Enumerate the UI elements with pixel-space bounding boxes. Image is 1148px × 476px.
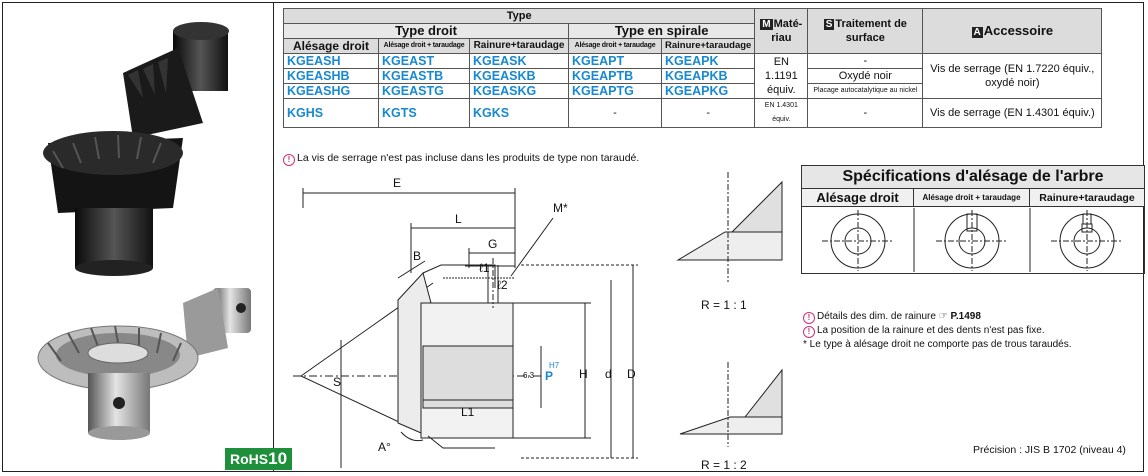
screw-note: !La vis de serrage n'est pas incluse dan… bbox=[283, 152, 639, 166]
dim-G: G bbox=[488, 237, 497, 251]
treatment-header-label: Traitement de surface bbox=[835, 18, 907, 44]
straight-type-header: Type droit bbox=[283, 23, 569, 39]
keyway-note-text: Détails des dim. de rainure bbox=[817, 311, 936, 322]
bore-col-keyway: Rainure+taraudage bbox=[1030, 189, 1144, 207]
rohs-number: 10 bbox=[268, 449, 288, 468]
part-code[interactable]: KGEASTB bbox=[378, 68, 470, 84]
dim-P-tolerance: H7 bbox=[549, 361, 560, 370]
table-row: KGHS KGTS KGKS - - EN 1.4301 équiv. - Vi… bbox=[283, 98, 1103, 128]
bore-section-drawings bbox=[822, 208, 1123, 272]
warning-icon: ! bbox=[283, 154, 295, 166]
part-code[interactable]: KGEAPTB bbox=[568, 68, 662, 84]
dim-l1: ℓ1 bbox=[479, 261, 490, 275]
col-spiral-keyway-tapped: Rainure+taraudage bbox=[660, 38, 756, 54]
part-code[interactable]: KGTS bbox=[378, 98, 470, 128]
rohs-badge: RoHS10 bbox=[225, 448, 293, 470]
dim-E: E bbox=[393, 176, 401, 190]
part-code[interactable]: KGEAPKB bbox=[660, 68, 756, 84]
treatment-cell: - bbox=[807, 98, 924, 128]
roughness-value: 6.3 bbox=[523, 371, 535, 380]
accessory-badge-icon: A bbox=[971, 27, 983, 38]
dim-L1: L1 bbox=[461, 405, 475, 419]
tapped-hole-note: * Le type à alésage droit ne comporte pa… bbox=[803, 339, 1072, 350]
treatment-badge-icon: S bbox=[823, 19, 835, 30]
dim-M: M* bbox=[553, 201, 568, 215]
part-code[interactable]: KGEAPK bbox=[660, 53, 756, 69]
accessory-cell: Vis de serrage (EN 1.7220 équiv., oxydé … bbox=[922, 53, 1103, 99]
keyway-note: !Détails des dim. de rainure ☞ P.1498 bbox=[803, 311, 981, 324]
position-note: !La position de la rainure et des dents … bbox=[803, 325, 1045, 338]
part-code[interactable]: KGEAPTG bbox=[568, 83, 662, 99]
part-code[interactable]: KGEASK bbox=[469, 53, 569, 69]
page-ref-link[interactable]: P.1498 bbox=[950, 311, 981, 322]
black-bevel-gear-set bbox=[43, 22, 229, 276]
dim-S: S bbox=[333, 375, 341, 389]
warning-icon: ! bbox=[803, 312, 815, 324]
material-badge-icon: M bbox=[760, 19, 773, 30]
accessory-header-label: Accessoire bbox=[983, 23, 1054, 38]
gear-photos bbox=[37, 22, 251, 440]
steel-spiral-bevel-gear-set bbox=[37, 288, 251, 440]
dim-A: A° bbox=[378, 440, 391, 454]
gear-dimension-drawing: E L G M* ℓ1 ℓ2 B S L1 A° H d D P H7 6.3 bbox=[293, 176, 638, 468]
table-row: KGEASHB KGEASTB KGEASKB KGEAPTB KGEAPKB … bbox=[283, 68, 1102, 84]
warning-icon: ! bbox=[803, 326, 815, 338]
part-code[interactable]: KGEAPT bbox=[568, 53, 662, 69]
bore-col-straight: Alésage droit bbox=[802, 189, 914, 207]
col-keyway-tapped: Rainure+taraudage bbox=[469, 38, 569, 54]
part-code[interactable]: KGEAPKG bbox=[660, 83, 756, 99]
table-cell: - bbox=[660, 98, 756, 128]
page-ref-icon: ☞ bbox=[938, 311, 948, 322]
part-code[interactable]: KGEASH bbox=[283, 53, 379, 69]
treatment-cell: Placage autocatalytique au nickel bbox=[807, 83, 924, 99]
dim-B: B bbox=[413, 249, 421, 263]
dim-P: P bbox=[545, 369, 553, 383]
part-code[interactable]: KGEASKG bbox=[469, 83, 569, 99]
ratio-2-label: R = 1 : 2 bbox=[701, 458, 747, 472]
part-code[interactable]: KGEASHG bbox=[283, 83, 379, 99]
precision-note: Précision : JIS B 1702 (niveau 4) bbox=[973, 444, 1126, 456]
treatment-cell: Oxydé noir bbox=[807, 68, 924, 84]
dim-L: L bbox=[455, 212, 462, 226]
material-cell: EN 1.1191 équiv. bbox=[754, 53, 809, 99]
part-code[interactable]: KGEAST bbox=[378, 53, 470, 69]
part-code[interactable]: KGEASTG bbox=[378, 83, 470, 99]
part-code[interactable]: KGEASKB bbox=[469, 68, 569, 84]
bore-col-tapped: Alésage droit + taraudage bbox=[914, 189, 1030, 207]
bore-spec-box: Spécifications d'alésage de l'arbre Alés… bbox=[801, 165, 1145, 274]
material-cell: EN 1.4301 équiv. bbox=[754, 98, 809, 128]
dim-d: d bbox=[605, 367, 612, 381]
part-code[interactable]: KGKS bbox=[469, 98, 569, 128]
bore-spec-title: Spécifications d'alésage de l'arbre bbox=[802, 166, 1144, 189]
material-header-label: Maté-riau bbox=[771, 18, 803, 44]
table-row: KGEASH KGEAST KGEASK KGEAPT KGEAPK EN 1.… bbox=[283, 53, 1103, 99]
screw-note-text: La vis de serrage n'est pas incluse dans… bbox=[297, 152, 640, 164]
col-spiral-bore-tapped: Alésage droit + taraudage bbox=[568, 38, 662, 54]
product-photo-panel: RoHS10 bbox=[3, 3, 293, 471]
part-code[interactable]: KGEASHB bbox=[283, 68, 379, 84]
ratio-1-label: R = 1 : 1 bbox=[701, 298, 747, 312]
col-straight-bore: Alésage droit bbox=[283, 38, 379, 54]
dim-H: H bbox=[579, 367, 588, 381]
treatment-cell: - bbox=[807, 53, 924, 69]
part-code[interactable]: KGHS bbox=[283, 98, 379, 128]
type-header: Type bbox=[282, 8, 756, 24]
table-cell: - bbox=[568, 98, 662, 128]
dim-l2: ℓ2 bbox=[497, 278, 508, 292]
col-bore-tapped: Alésage droit + taraudage bbox=[378, 38, 470, 54]
position-note-text: La position de la rainure et des dents n… bbox=[817, 325, 1045, 336]
rohs-label: RoHS bbox=[230, 451, 269, 467]
spiral-type-header: Type en spirale bbox=[567, 23, 756, 39]
dim-D: D bbox=[627, 367, 636, 381]
accessory-cell: Vis de serrage (EN 1.4301 équiv.) bbox=[922, 98, 1103, 128]
ratio-views bbox=[676, 172, 783, 447]
